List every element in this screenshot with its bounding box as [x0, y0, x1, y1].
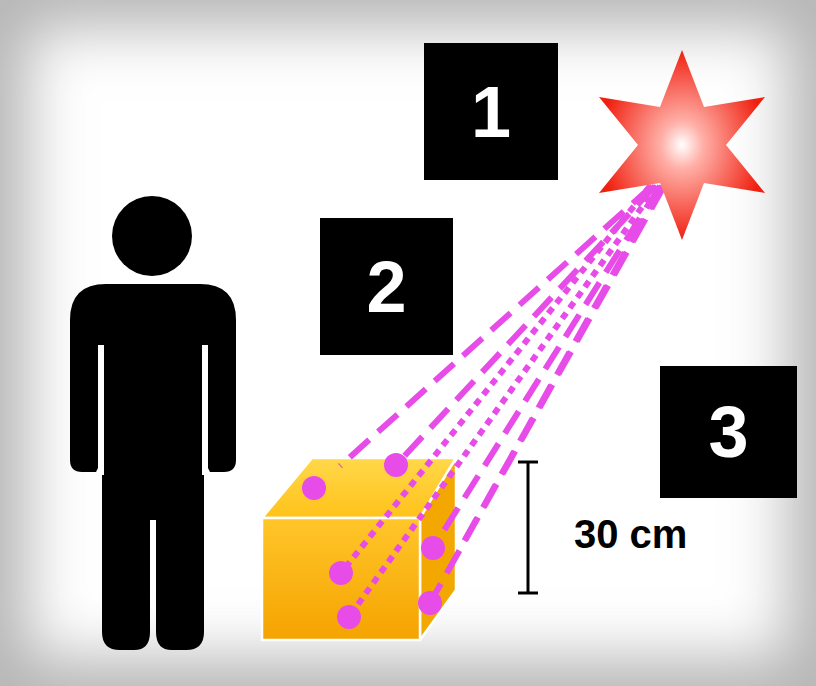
callout-square: [660, 366, 797, 498]
radiation-source-star: [599, 50, 765, 240]
dimension-bracket: [518, 462, 538, 593]
callout-square: [320, 218, 453, 355]
callout-square: [424, 43, 558, 180]
cube: [262, 458, 456, 640]
callout-number: 2: [366, 251, 406, 323]
person-figure: [70, 196, 236, 650]
callout-number: 3: [708, 396, 748, 468]
dimension-label: 30 cm: [574, 514, 687, 554]
hit-dots: [302, 453, 445, 629]
callout-number: 1: [471, 76, 511, 148]
